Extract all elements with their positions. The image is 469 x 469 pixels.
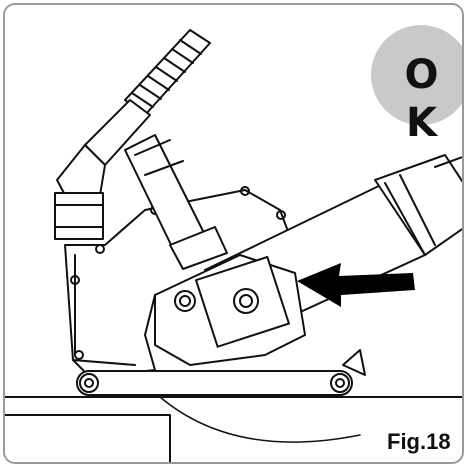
figure-frame: O K Fig.18: [3, 3, 464, 464]
side-handle: [124, 134, 228, 270]
wall-step-line: [5, 414, 171, 462]
dust-outlet: [54, 99, 151, 240]
blade-arc: [159, 396, 361, 443]
figure-label: Fig.18: [387, 429, 451, 454]
machine-illustration: [5, 29, 462, 462]
dust-hose: [124, 29, 211, 116]
ok-badge: [371, 25, 462, 125]
pointer-arrow: [297, 263, 415, 307]
base-plate: [76, 349, 366, 396]
ok-badge-text: O K: [404, 52, 445, 146]
gear-head: [154, 254, 306, 366]
